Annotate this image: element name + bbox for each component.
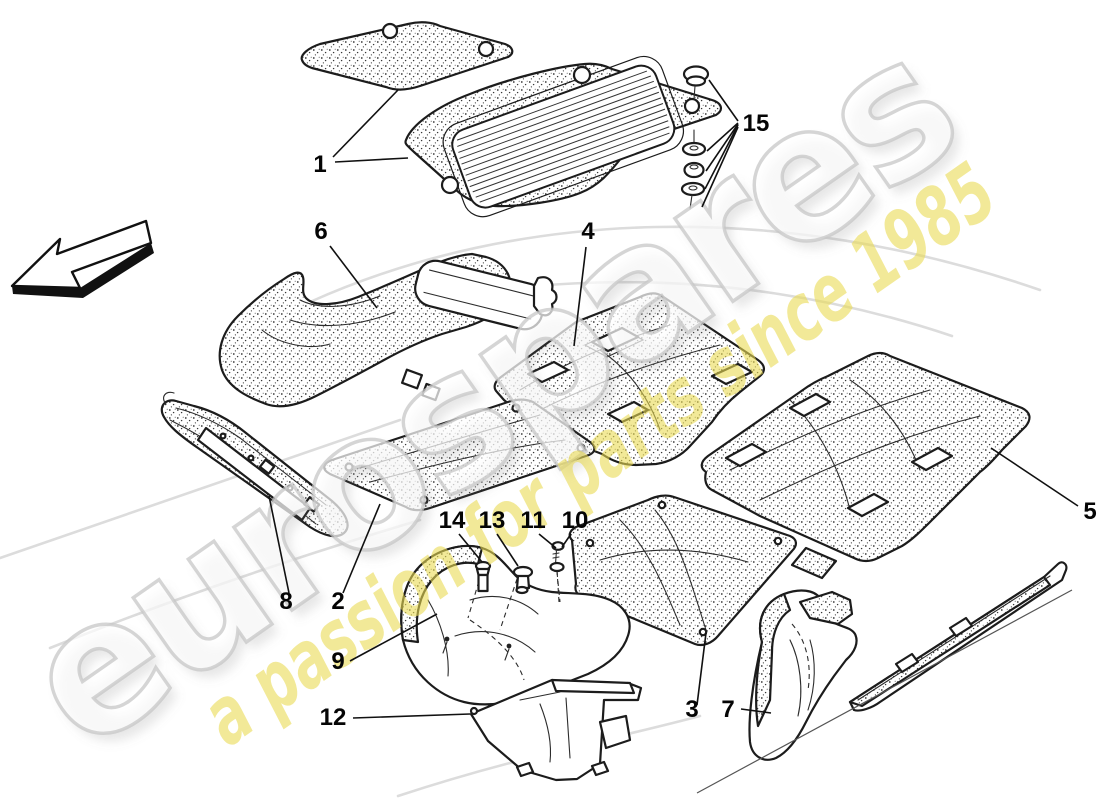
callout-13[interactable]: 13 xyxy=(479,507,506,534)
part-2-floor-insulation-panel xyxy=(323,398,596,512)
callout-7[interactable]: 7 xyxy=(721,696,734,723)
callout-2[interactable]: 2 xyxy=(331,588,344,615)
part-1-floor-mats xyxy=(300,21,722,218)
leader-line-15 xyxy=(701,126,739,208)
leader-line-6 xyxy=(329,245,378,309)
leader-line-1 xyxy=(332,89,399,158)
callout-6[interactable]: 6 xyxy=(314,218,327,245)
leader-line-15 xyxy=(705,123,739,172)
callout-3[interactable]: 3 xyxy=(685,696,698,723)
direction-arrow xyxy=(10,219,154,298)
leader-line-7 xyxy=(740,708,772,714)
part-8-sill-trim xyxy=(160,391,349,538)
leader-line-15 xyxy=(706,122,739,152)
trim-fasteners xyxy=(474,541,565,603)
leader-line-4 xyxy=(573,246,587,347)
leader-line-9 xyxy=(349,613,438,662)
part-12-bracket xyxy=(469,678,643,782)
mat-ribbed-area xyxy=(442,55,685,218)
leader-line-12 xyxy=(352,713,471,719)
leader-line-5 xyxy=(990,447,1079,507)
callout-15[interactable]: 15 xyxy=(743,110,770,137)
leader-line-3 xyxy=(696,632,707,706)
callout-5[interactable]: 5 xyxy=(1083,498,1096,525)
callout-1[interactable]: 1 xyxy=(313,151,326,178)
leader-line-10 xyxy=(561,533,572,548)
callout-14[interactable]: 14 xyxy=(439,507,466,534)
part-15-mat-fasteners xyxy=(680,65,710,210)
callout-8[interactable]: 8 xyxy=(279,588,292,615)
part-7-side-trim xyxy=(696,561,1073,794)
leader-line-15 xyxy=(704,124,739,190)
callout-4[interactable]: 4 xyxy=(581,218,595,245)
callout-9[interactable]: 9 xyxy=(331,648,344,675)
leader-line-1 xyxy=(334,157,409,163)
leader-line-15 xyxy=(708,79,739,122)
callout-10[interactable]: 10 xyxy=(562,507,589,534)
leader-line-11 xyxy=(538,533,557,549)
callout-11[interactable]: 11 xyxy=(520,507,545,534)
part-5-rear-carpet xyxy=(700,351,1031,580)
leader-line-14 xyxy=(458,533,483,563)
callout-12[interactable]: 12 xyxy=(320,704,347,731)
part-9-tunnel-trim xyxy=(400,544,631,706)
part-3-rear-floor-carpet xyxy=(568,494,797,647)
leader-line-13 xyxy=(496,533,519,567)
leader-line-2 xyxy=(342,503,381,594)
leader-line-8 xyxy=(268,495,290,594)
part-6-tunnel-insulation xyxy=(218,252,558,408)
